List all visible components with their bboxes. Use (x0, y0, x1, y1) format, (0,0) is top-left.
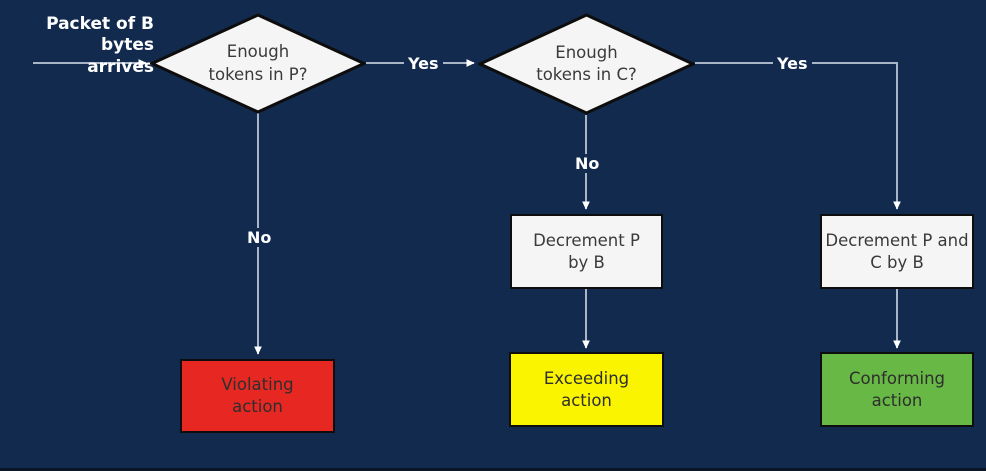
terminal-node-violating-action[interactable]: Violating action (180, 359, 335, 433)
decision-node-enough-tokens-p[interactable]: Enough tokens in P? (150, 13, 366, 114)
process-node-decrement-p[interactable]: Decrement P by B (510, 214, 663, 289)
terminal-node-exceeding-action[interactable]: Exceeding action (509, 352, 664, 427)
diamond-shape (150, 13, 366, 114)
decision-node-label: Enough tokens in C? (536, 42, 637, 84)
process-node-decrement-p-and-c[interactable]: Decrement P and C by B (820, 214, 974, 289)
terminal-node-conforming-action[interactable]: Conforming action (820, 352, 974, 427)
decision-node-enough-tokens-c[interactable]: Enough tokens in C? (478, 13, 695, 115)
edge-label-p-no: No (243, 228, 276, 247)
edge-label-p-yes: Yes (404, 54, 443, 73)
decision-node-label: Enough tokens in P? (208, 42, 308, 84)
intro-label: Packet of B bytes arrives (46, 14, 154, 77)
edge-label-c-no: No (571, 154, 604, 173)
edge-label-c-yes: Yes (773, 54, 812, 73)
diamond-shape (478, 13, 695, 115)
edge-decision-c-yes (695, 62, 901, 210)
